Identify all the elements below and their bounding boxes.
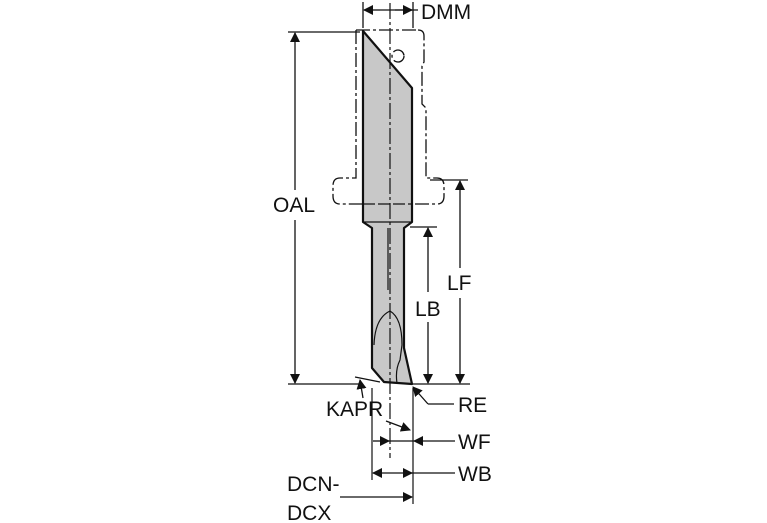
dcn-label: DCN- — [287, 473, 340, 496]
dmm-dimension — [362, 2, 418, 28]
lb-label: LB — [415, 298, 441, 321]
holder-outline — [332, 29, 445, 205]
wf-label: WF — [458, 431, 491, 454]
extension-lines — [371, 388, 414, 504]
wb-label: WB — [458, 463, 492, 486]
tool-body — [361, 29, 414, 386]
dcx-label: DCX — [287, 502, 331, 523]
kapr-label: KAPR — [326, 398, 383, 421]
re-dimension — [412, 386, 454, 405]
kapr-dimension — [354, 376, 411, 432]
dmm-label: DMM — [421, 1, 471, 24]
insert-outline — [373, 310, 403, 384]
lb-lf-dimensions — [410, 179, 470, 385]
lf-label: LF — [447, 272, 472, 295]
oal-label: OAL — [273, 194, 315, 217]
re-label: RE — [458, 394, 487, 417]
oal-dimension — [288, 31, 360, 385]
